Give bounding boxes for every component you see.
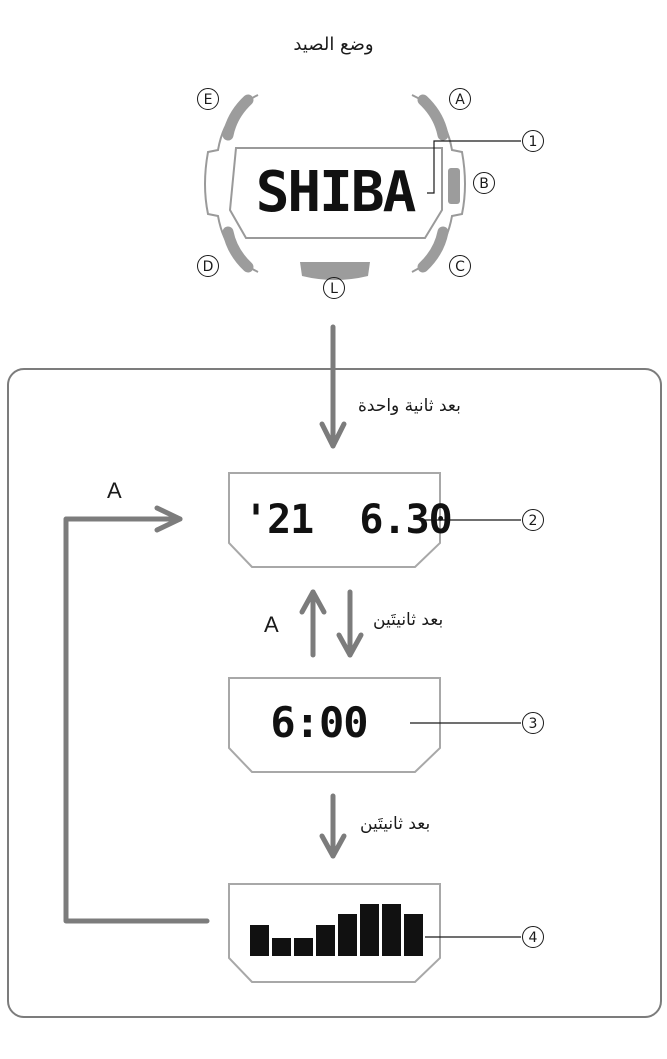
button-c-shape [417, 226, 449, 273]
button-l-label: L [323, 277, 345, 299]
button-e-shape [222, 94, 254, 141]
button-e-label: E [197, 88, 219, 110]
tide-bar [404, 914, 423, 956]
button-d-label: D [197, 255, 219, 277]
watch-lcd-frame [228, 147, 443, 239]
label-after-two-seconds-2: بعد ثانيتَين [360, 814, 431, 834]
button-c-label: C [449, 255, 471, 277]
callout-1: 1 [522, 130, 544, 152]
tide-bar [360, 904, 379, 956]
label-button-a-up: A [264, 612, 279, 637]
callout-1-leader [427, 140, 521, 194]
label-after-two-seconds-1: بعد ثانيتَين [373, 610, 444, 630]
label-button-a-loop: A [107, 478, 122, 503]
tide-bar [316, 925, 335, 956]
time-display: 6:00 [270, 698, 368, 747]
label-after-one-second: بعد ثانية واحدة [358, 396, 461, 416]
arrow-loop-a [63, 505, 210, 924]
mode-title: وضع الصيد [293, 34, 374, 55]
tide-bar [272, 938, 291, 956]
date-display: '21 6.30 [244, 497, 453, 543]
sequence-frame [7, 368, 662, 1018]
tide-bar [250, 925, 269, 956]
watch-buttons [222, 94, 449, 273]
date-screen-frame [228, 472, 441, 568]
callout-4: 4 [522, 926, 544, 948]
time-screen-frame [228, 677, 441, 773]
button-a-shape [417, 94, 449, 141]
arrow-down-2s-second [319, 793, 347, 859]
button-l-shape [300, 262, 370, 280]
tide-bar [382, 904, 401, 956]
watch-illustration [204, 94, 466, 273]
arrow-down-main [319, 324, 347, 449]
tide-bar [294, 938, 313, 956]
button-b-shape [448, 168, 460, 204]
watch-display-text: SHIBA [255, 160, 417, 225]
arrow-down-2s [336, 589, 364, 658]
button-a-label: A [449, 88, 471, 110]
button-d-shape [222, 226, 254, 273]
tide-bar [338, 914, 357, 956]
callout-3: 3 [522, 712, 544, 734]
arrow-up-a [299, 589, 327, 658]
tide-graph-bars [250, 904, 423, 956]
button-b-label: B [473, 172, 495, 194]
callout-2: 2 [522, 509, 544, 531]
